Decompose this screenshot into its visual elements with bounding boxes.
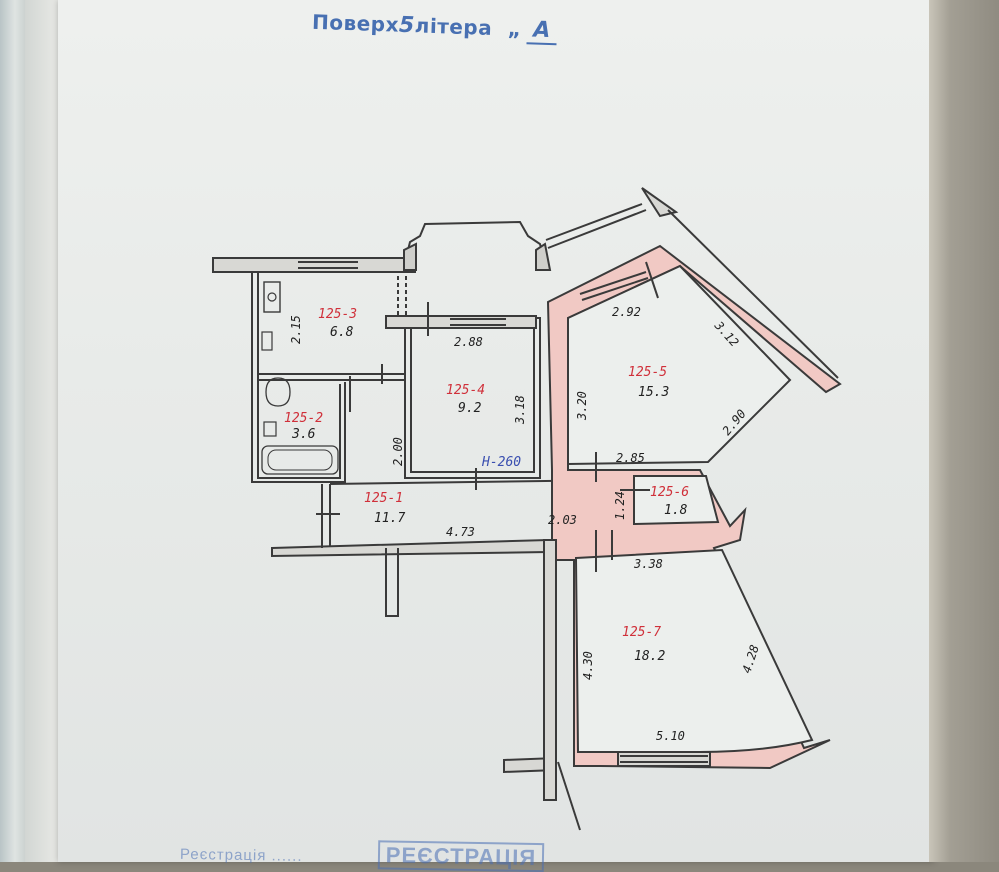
dim-1-24: 1.24 xyxy=(613,491,627,520)
room-id-125-7: 125-7 xyxy=(622,625,661,640)
room-area-125-7: 18.2 xyxy=(634,649,665,664)
registration-stamp: Реєстрація ...... РЕЄСТРАЦІЯ xyxy=(179,839,545,872)
stamp-big: РЕЄСТРАЦІЯ xyxy=(377,840,545,872)
stamp-text: Реєстрація ...... xyxy=(179,845,303,865)
dim-2-92: 2.92 xyxy=(612,305,641,319)
dim-3-18: 3.18 xyxy=(513,395,527,425)
room-area-125-6: 1.8 xyxy=(664,503,688,518)
dim-2-88: 2.88 xyxy=(454,335,483,349)
room-id-125-1: 125-1 xyxy=(364,491,403,506)
dim-3-38: 3.38 xyxy=(633,557,663,571)
ceiling-height-label: H-260 xyxy=(481,455,521,470)
room-id-125-2: 125-2 xyxy=(284,411,323,426)
room-area-125-2: 3.6 xyxy=(291,427,316,442)
dim-4-73: 4.73 xyxy=(446,525,475,539)
table-surface xyxy=(929,0,999,862)
dim-4-30: 4.30 xyxy=(581,651,595,680)
room-id-125-3: 125-3 xyxy=(318,307,357,322)
dim-2-85: 2.85 xyxy=(616,451,645,465)
room-id-125-6: 125-6 xyxy=(650,485,689,500)
room-area-125-4: 9.2 xyxy=(458,401,482,416)
dim-2-15: 2.15 xyxy=(289,315,303,344)
dim-2-03: 2.03 xyxy=(548,513,577,527)
room-area-125-3: 6.8 xyxy=(330,325,354,340)
room-area-125-1: 11.7 xyxy=(374,511,405,526)
dim-5-10: 5.10 xyxy=(656,729,685,743)
room-id-125-5: 125-5 xyxy=(628,365,667,380)
room-area-125-5: 15.3 xyxy=(638,385,669,400)
dim-3-20: 3.20 xyxy=(575,391,589,421)
room-id-125-4: 125-4 xyxy=(446,383,485,398)
dim-2-00: 2.00 xyxy=(391,437,405,466)
